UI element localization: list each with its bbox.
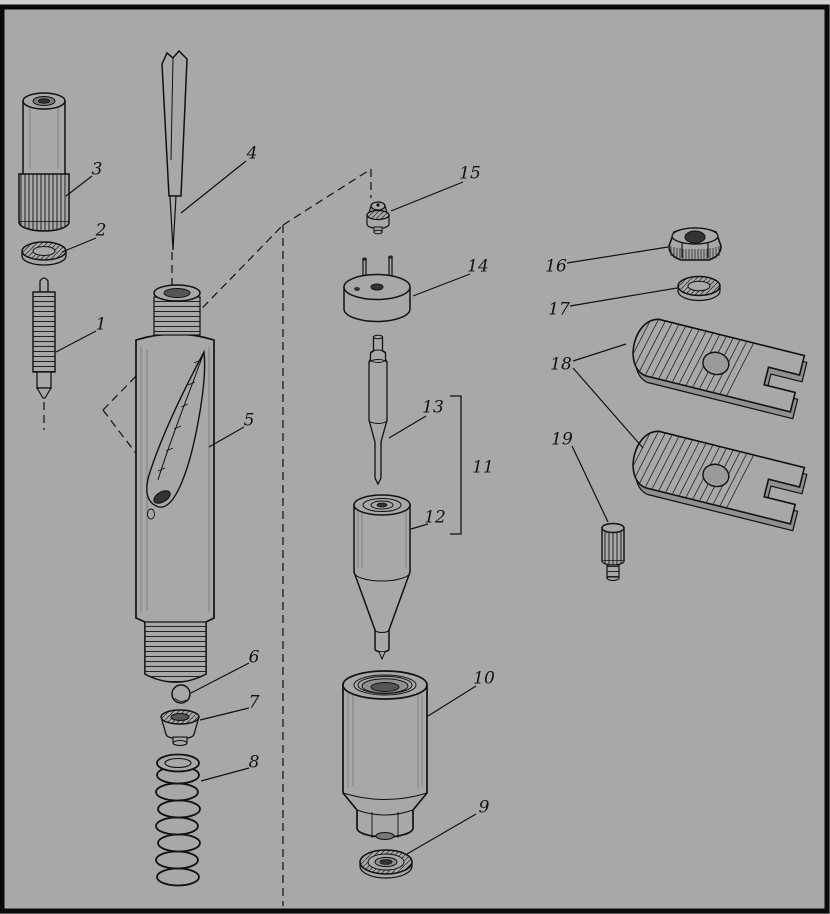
part-17-washer xyxy=(677,275,721,302)
part-12-nozzle-body xyxy=(353,494,411,661)
assembly-axis-lines xyxy=(43,168,372,906)
part-1-threaded-stud xyxy=(32,277,56,399)
part-label-15: 15 xyxy=(459,164,481,184)
part-label-2: 2 xyxy=(95,221,107,241)
part-label-13: 13 xyxy=(422,398,444,418)
part-14-flange xyxy=(343,255,411,323)
figure-frame xyxy=(0,4,830,914)
part-label-12: 12 xyxy=(424,508,446,528)
part-label-3: 3 xyxy=(92,160,103,180)
part-3-knurled-fitting xyxy=(18,92,70,232)
part-15-valve-nut xyxy=(366,201,390,235)
part-label-7: 7 xyxy=(249,693,260,713)
part-number-labels: 3 2 1 4 5 6 7 8 15 14 13 11 12 10 9 16 1… xyxy=(92,144,573,818)
part-label-11: 11 xyxy=(472,458,494,478)
part-7-spring-seat xyxy=(160,709,200,747)
part-label-14: 14 xyxy=(467,257,489,277)
part-16-hex-nut xyxy=(668,227,722,261)
part-19-stud xyxy=(601,522,625,582)
part-label-8: 8 xyxy=(249,753,260,773)
part-10-cap-nut xyxy=(342,670,428,840)
part-label-16: 16 xyxy=(545,257,567,277)
part-label-6: 6 xyxy=(249,648,260,668)
part-4-rod xyxy=(161,49,188,251)
part-18-clamp-plate-upper xyxy=(626,314,808,420)
group-bracket-11 xyxy=(450,395,462,535)
part-2-washer xyxy=(21,241,67,266)
part-label-18: 18 xyxy=(550,355,572,375)
part-6-ball xyxy=(171,684,191,704)
leader-lines xyxy=(55,160,678,855)
part-label-9: 9 xyxy=(479,798,490,818)
part-9-sealing-washer xyxy=(359,849,413,879)
part-label-1: 1 xyxy=(96,315,107,335)
part-label-10: 10 xyxy=(473,669,495,689)
part-label-4: 4 xyxy=(246,144,258,164)
part-label-5: 5 xyxy=(244,411,255,431)
part-label-19: 19 xyxy=(551,430,573,450)
part-5-injector-body xyxy=(135,284,215,683)
part-13-needle-valve xyxy=(368,334,388,486)
scan-edge xyxy=(0,0,830,5)
part-8-coil-spring xyxy=(155,753,201,887)
part-label-17: 17 xyxy=(548,300,570,320)
